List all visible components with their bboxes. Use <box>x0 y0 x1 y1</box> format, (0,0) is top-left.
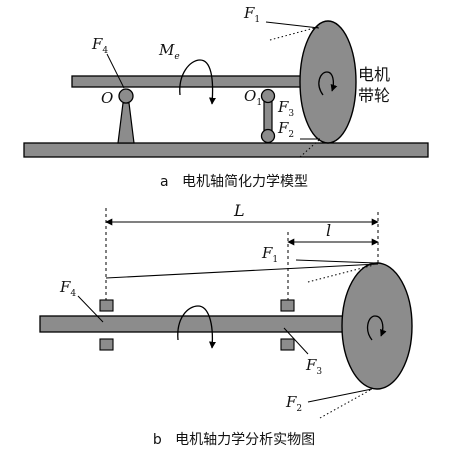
bearing-left-bottom <box>99 338 114 351</box>
pin-joint-O <box>118 88 134 104</box>
pin-support-triangle <box>117 102 135 144</box>
pulley-rotation-arrow-b <box>366 315 387 341</box>
label-F2-b: F2 <box>285 393 302 414</box>
shaft-moment-arrow <box>177 305 216 349</box>
pin-joint-O1 <box>260 88 276 104</box>
label-F3-b: F3 <box>305 356 322 377</box>
label-F4-a: F4 <box>91 35 108 56</box>
bearing-right-bottom <box>280 338 295 351</box>
force-F1-dotted-b <box>307 264 375 283</box>
label-motor-pulley-line2: 带轮 <box>358 86 390 105</box>
label-F4-b: F4 <box>59 278 76 299</box>
bearing-left-top <box>99 299 114 312</box>
motor-shaft <box>71 75 313 88</box>
force-F1-line-b <box>105 263 379 279</box>
diagram-a-simplified-model: F1 F4 Me O O1 F3 F2 电机 带轮 a 电机轴简化力学模型 <box>23 4 429 190</box>
label-L: L <box>233 201 245 220</box>
caption-a: a 电机轴简化力学模型 <box>160 173 308 190</box>
moment-Me-arrow <box>179 59 216 105</box>
force-F2-dotted <box>299 138 321 158</box>
caption-b: b 电机轴力学分析实物图 <box>153 432 315 448</box>
force-F1-top-b <box>295 259 377 264</box>
label-F3-a: F3 <box>277 98 294 119</box>
force-F1-line <box>265 21 320 29</box>
bearing-right-top <box>280 299 295 312</box>
pulley-rotation-arrow <box>318 71 338 96</box>
force-F4-line <box>106 53 125 89</box>
force-F2-dotted-b <box>319 388 373 419</box>
label-F1-b: F1 <box>261 244 278 265</box>
motor-shaft-b <box>39 315 347 333</box>
ground-base <box>23 142 429 158</box>
label-F2-a: F2 <box>277 119 294 140</box>
pin-joint-bottom <box>260 128 276 144</box>
force-F3-line-b <box>283 327 309 355</box>
label-O1: O1 <box>244 87 262 108</box>
motor-pulley-b <box>341 262 413 390</box>
label-Me: Me <box>158 41 180 62</box>
label-O: O <box>101 89 113 107</box>
label-F1-a: F1 <box>243 4 260 25</box>
force-F1-dotted <box>269 26 319 41</box>
diagram-b-physical-analysis: L l F1 F4 F3 F2 b 电机轴力学分析实物图 <box>39 201 413 448</box>
label-l: l <box>326 221 331 240</box>
force-F4-line-b <box>77 295 104 323</box>
motor-pulley <box>299 20 357 144</box>
force-F2-line-b <box>307 388 373 403</box>
label-motor-pulley-line1: 电机 <box>358 65 390 84</box>
